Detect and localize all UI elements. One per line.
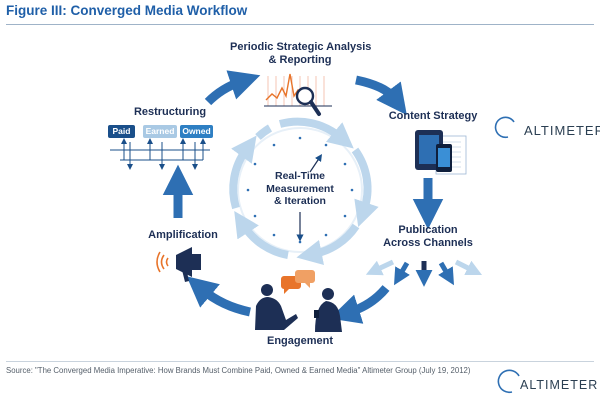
center-measurement-label: Real-Time Measurement & Iteration (260, 170, 340, 208)
inner-arrow-6 (255, 124, 273, 140)
node-amplification-label: Amplification (148, 229, 218, 241)
arrow-analysis-to-content (355, 75, 407, 116)
tag-owned: Owned (180, 125, 213, 138)
center-line-2: Measurement (266, 182, 334, 195)
analysis-chart-icon (264, 73, 332, 116)
tag-paid: Paid (108, 125, 135, 138)
analysis-line-1: Periodic Strategic Analysis (230, 41, 372, 53)
arrow-restructuring-to-analysis (204, 70, 261, 106)
altimeter-logo-top: ALTIMETER (502, 120, 600, 142)
source-citation: Source: "The Converged Media Imperative:… (6, 366, 471, 375)
inner-arrow-1 (278, 117, 354, 149)
inner-arrow-5 (229, 135, 257, 210)
altimeter-logo-mark-bottom (497, 369, 520, 394)
node-publication-label: Publication Across Channels (378, 224, 478, 250)
inner-arrow-4 (234, 210, 289, 259)
tag-earned: Earned (143, 125, 177, 138)
megaphone-icon (156, 247, 201, 282)
tablet-phone-icon (415, 130, 467, 175)
outer-cycle-arrows (162, 70, 444, 324)
source-divider (6, 361, 594, 362)
arrow-publication-to-engagement (329, 285, 390, 324)
clock-hand-upper (309, 154, 322, 173)
figure-title: Figure III: Converged Media Workflow (6, 3, 248, 18)
altimeter-wordmark-bottom: ALTIMETER (520, 378, 599, 392)
node-restructuring-label: Restructuring (133, 106, 207, 118)
altimeter-wordmark-top: ALTIMETER (524, 123, 600, 138)
media-mix-arrows (110, 138, 210, 170)
engagement-people-icon (255, 270, 342, 332)
inner-arrow-2 (351, 147, 379, 227)
altimeter-logo-mark-top (494, 116, 515, 139)
center-line-1: Real-Time (275, 170, 325, 182)
publication-line-1: Publication (398, 224, 458, 236)
title-divider (6, 24, 594, 25)
altimeter-logo-bottom: ALTIMETER (506, 376, 599, 398)
analysis-line-2: & Reporting (268, 54, 332, 66)
arrow-engagement-to-amplification (186, 276, 252, 317)
inner-cycle (229, 117, 379, 266)
publication-line-2: Across Channels (383, 237, 473, 249)
node-engagement-label: Engagement (266, 335, 333, 347)
inner-arrow-3 (296, 223, 360, 266)
node-analysis-label: Periodic Strategic Analysis & Reporting (230, 41, 372, 67)
node-content-strategy-label: Content Strategy (388, 110, 478, 122)
publication-channel-arrows (365, 259, 483, 287)
center-line-3: & Iteration (274, 195, 326, 207)
